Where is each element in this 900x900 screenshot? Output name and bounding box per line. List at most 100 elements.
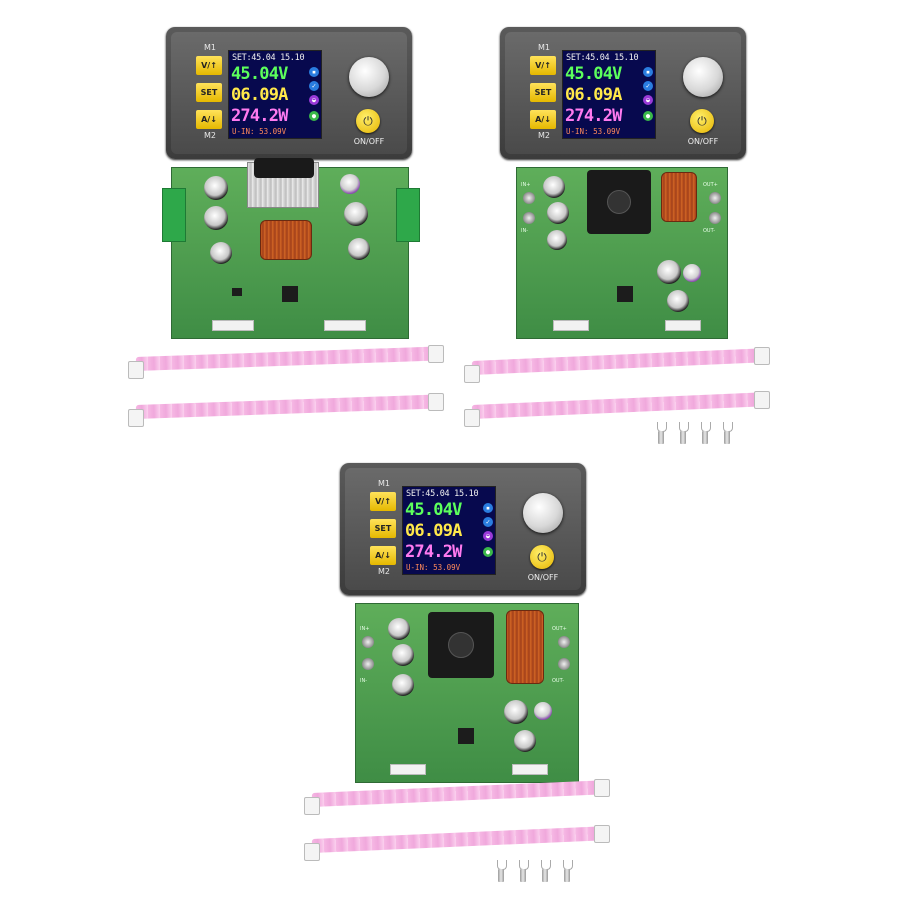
capacitor [204, 176, 228, 200]
fan-icon [254, 158, 314, 178]
capacitor [547, 202, 569, 224]
current-down-button[interactable]: A/↓ [370, 546, 396, 565]
m1-label: M1 [538, 43, 550, 52]
ribbon-cable [471, 392, 763, 419]
capacitor [344, 202, 368, 226]
ribbon-cable [311, 780, 603, 807]
out-plus-label: OUT+ [552, 626, 567, 632]
power-icon[interactable]: ⏻ [530, 545, 554, 569]
m2-label: M2 [538, 131, 550, 140]
ribbon-cable [135, 394, 437, 419]
voltage-up-button[interactable]: V/↑ [530, 56, 556, 75]
screw-terminal [523, 212, 535, 224]
ribbon-cable [471, 348, 763, 375]
inductor-coil [661, 172, 697, 222]
lock-status-icon: ▪ [309, 67, 319, 77]
out-plus-label: OUT+ [703, 182, 718, 188]
current-readout: 06.09A [565, 85, 622, 105]
cable-plug [594, 825, 610, 843]
voltage-up-button[interactable]: V/↑ [196, 56, 222, 75]
check-status-icon: ✓ [483, 517, 493, 527]
onoff-label: ON/OFF [687, 137, 719, 146]
fork-terminal [562, 860, 573, 882]
ribbon-connector [324, 320, 366, 331]
rotary-encoder-knob[interactable] [683, 57, 723, 97]
fork-terminal [722, 422, 733, 444]
check-status-icon: ✓ [643, 81, 653, 91]
capacitor [392, 644, 414, 666]
set-button[interactable]: SET [370, 519, 396, 538]
fork-terminal [678, 422, 689, 444]
m2-label: M2 [204, 131, 216, 140]
cable-plug [428, 345, 444, 363]
voltage-readout: 45.04V [231, 64, 288, 84]
circuit-board: IN+ IN- OUT+ OUT- [516, 167, 728, 339]
power-icon[interactable]: ⏻ [690, 109, 714, 133]
in-minus-label: IN- [360, 678, 368, 684]
fork-terminal [518, 860, 529, 882]
power-supply-module-b: M1 V/↑ SET A/↓ M2 SET:45.04 15.10 45.04V… [464, 27, 800, 457]
set-button[interactable]: SET [530, 83, 556, 102]
ic-chip [282, 286, 298, 302]
capacitor [210, 242, 232, 264]
onoff-label: ON/OFF [353, 137, 385, 146]
fork-terminal [496, 860, 507, 882]
screw-terminal [362, 636, 374, 648]
in-plus-label: IN+ [521, 182, 531, 188]
fork-terminal [656, 422, 667, 444]
capacitor [388, 618, 410, 640]
ic-chip [617, 286, 633, 302]
set-readout: SET:45.04 15.10 [406, 489, 479, 499]
output-terminal-block [396, 188, 420, 242]
input-voltage-readout: U-IN: 53.09V [566, 127, 621, 136]
power-readout: 274.2W [405, 542, 462, 562]
cable-plug [464, 409, 480, 427]
power-readout: 274.2W [565, 106, 622, 126]
lcd-screen: SET:45.04 15.10 45.04V 06.09A 274.2W U-I… [402, 486, 496, 575]
lcd-screen: SET:45.04 15.10 45.04V 06.09A 274.2W U-I… [228, 50, 322, 139]
cable-plug [128, 361, 144, 379]
current-down-button[interactable]: A/↓ [530, 110, 556, 129]
capacitor [504, 700, 528, 724]
capacitor [514, 730, 536, 752]
rotary-encoder-knob[interactable] [523, 493, 563, 533]
ic-chip [232, 288, 242, 296]
voltage-up-button[interactable]: V/↑ [370, 492, 396, 511]
lock-status-icon: ▪ [483, 503, 493, 513]
cable-plug [428, 393, 444, 411]
cv-status-icon: ◒ [643, 95, 653, 105]
fan-icon [428, 612, 494, 678]
input-voltage-readout: U-IN: 53.09V [232, 127, 287, 136]
set-button[interactable]: SET [196, 83, 222, 102]
screw-terminal [709, 192, 721, 204]
power-icon[interactable]: ⏻ [356, 109, 380, 133]
voltage-readout: 45.04V [565, 64, 622, 84]
cv-status-icon: ◒ [309, 95, 319, 105]
control-panel: M1 V/↑ SET A/↓ M2 SET:45.04 15.10 45.04V… [500, 27, 746, 159]
power-supply-module-a: M1 V/↑ SET A/↓ M2 SET:45.04 15.10 45.04V… [128, 27, 466, 447]
cable-plug [754, 391, 770, 409]
m2-label: M2 [378, 567, 390, 576]
cable-plug [128, 409, 144, 427]
output-status-icon: ● [483, 547, 493, 557]
out-minus-label: OUT- [552, 678, 564, 684]
capacitor [348, 238, 370, 260]
screw-terminal [558, 658, 570, 670]
inductor-coil [260, 220, 312, 260]
lcd-screen: SET:45.04 15.10 45.04V 06.09A 274.2W U-I… [562, 50, 656, 139]
cv-status-icon: ◒ [483, 531, 493, 541]
in-plus-label: IN+ [360, 626, 370, 632]
rotary-encoder-knob[interactable] [349, 57, 389, 97]
screw-terminal [558, 636, 570, 648]
current-down-button[interactable]: A/↓ [196, 110, 222, 129]
voltage-readout: 45.04V [405, 500, 462, 520]
ribbon-cable [311, 826, 603, 853]
check-status-icon: ✓ [309, 81, 319, 91]
cable-plug [304, 843, 320, 861]
capacitor [657, 260, 681, 284]
fork-terminal [700, 422, 711, 444]
ic-chip [458, 728, 474, 744]
input-terminal-block [162, 188, 186, 242]
m1-label: M1 [378, 479, 390, 488]
capacitor [534, 702, 552, 720]
